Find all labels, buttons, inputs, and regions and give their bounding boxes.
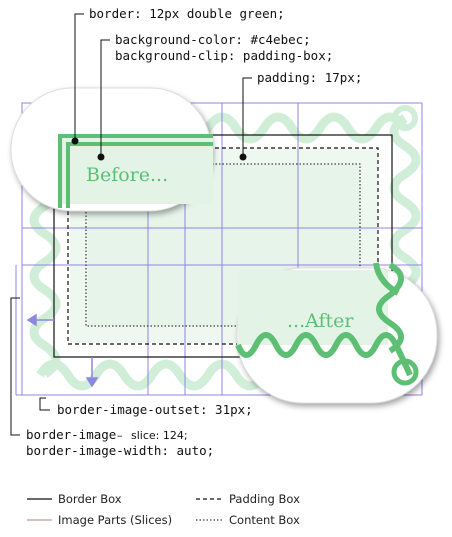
outset-arrows [26,313,99,388]
legend-image-parts: Image Parts (Slices) [58,513,172,527]
callout-padding: padding: 17px; [257,70,362,85]
callout-border: border: 12px double green; [89,6,285,21]
callout-image-slice: slice: 124; [131,429,188,442]
callout-image-dash: – [117,429,123,442]
before-bubble: Before... [10,87,213,212]
callout-background-clip: background-clip: padding-box; [115,48,333,63]
legend: Border Box Padding Box Image Parts (Slic… [27,492,300,527]
callout-background-color: background-color: #c4ebec; [115,32,311,47]
legend-border-box: Border Box [58,492,122,506]
legend-padding-box: Padding Box [229,492,300,506]
after-bubble: ...After [235,262,438,404]
leader-lines [10,13,252,436]
legend-content-box: Content Box [229,513,300,527]
callout-image-width: border-image-width: auto; [26,443,214,458]
border-box [53,134,393,358]
image-slice-lines [15,102,423,396]
content-box [85,163,361,327]
after-label: ...After [287,310,354,332]
callout-outset: border-image-outset: 31px; [57,402,253,417]
padding-box [67,147,379,345]
callout-image-prefix: border-image [26,427,116,442]
before-label: Before... [86,164,168,186]
